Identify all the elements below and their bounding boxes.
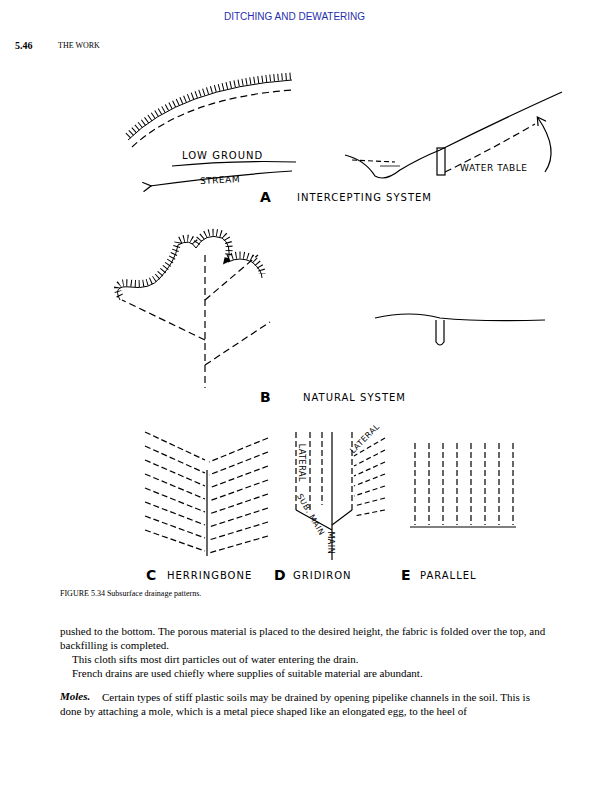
drain-line	[414, 443, 415, 525]
drain-line	[498, 443, 499, 525]
drain-line	[354, 486, 385, 496]
drain-line	[456, 443, 457, 525]
drain-line	[354, 498, 385, 506]
part-label: LATERAL	[296, 444, 306, 482]
drain-line	[145, 460, 205, 486]
figure-letter: D	[274, 567, 286, 584]
drain-line	[145, 516, 205, 538]
drain-line	[354, 462, 385, 476]
drain-line	[145, 474, 205, 499]
drain-line	[145, 446, 205, 473]
drain-line	[209, 480, 268, 501]
pattern-name: PARALLEL	[420, 570, 477, 582]
drain-line	[145, 432, 205, 460]
figure-letter: B	[260, 389, 271, 406]
part-label: LATERAL	[348, 422, 382, 456]
drain-line	[145, 488, 205, 512]
figure-caption: FIGURE 5.34 Subsurface drainage patterns…	[60, 589, 201, 599]
page-number: 5.46	[15, 40, 33, 52]
drain-line	[145, 530, 205, 551]
drain-line	[209, 522, 268, 540]
body-paragraph: French drains are used chiefly where sup…	[60, 666, 546, 680]
drain-line	[354, 474, 385, 486]
drain-line	[512, 443, 513, 525]
site-label: LOW GROUND	[182, 150, 263, 162]
drain-line	[209, 466, 268, 488]
pattern-name: GRIDIRON	[293, 570, 352, 582]
site-label: STREAM	[200, 174, 241, 187]
running-section: THE WORK	[58, 41, 100, 51]
drain-line	[354, 510, 385, 516]
drain-line	[470, 443, 471, 525]
drain-line	[209, 536, 268, 553]
drain-line	[428, 443, 429, 525]
figure-letter: E	[401, 567, 411, 584]
drain-line	[484, 443, 485, 525]
figure-letter: C	[146, 567, 156, 584]
callout-label: WATER TABLE	[460, 163, 528, 174]
drain-line	[145, 502, 205, 525]
pattern-name: INTERCEPTING SYSTEM	[297, 192, 432, 204]
figure-letter: A	[260, 189, 271, 206]
run-in-heading: Moles.	[60, 690, 90, 703]
body-paragraph: This cloth sifts most dirt particles out…	[60, 652, 546, 666]
body-paragraph: Certain types of stiff plastic soils may…	[60, 690, 546, 719]
drain-line	[209, 452, 268, 475]
pattern-name: NATURAL SYSTEM	[303, 392, 406, 404]
body-paragraph: pushed to the bottom. The porous materia…	[60, 624, 546, 653]
running-head: DITCHING AND DEWATERING	[224, 11, 365, 23]
drain-line	[442, 443, 443, 525]
drain-line	[209, 438, 268, 462]
part-label: MAIN	[326, 531, 336, 554]
pattern-name: HERRINGBONE	[167, 570, 252, 582]
